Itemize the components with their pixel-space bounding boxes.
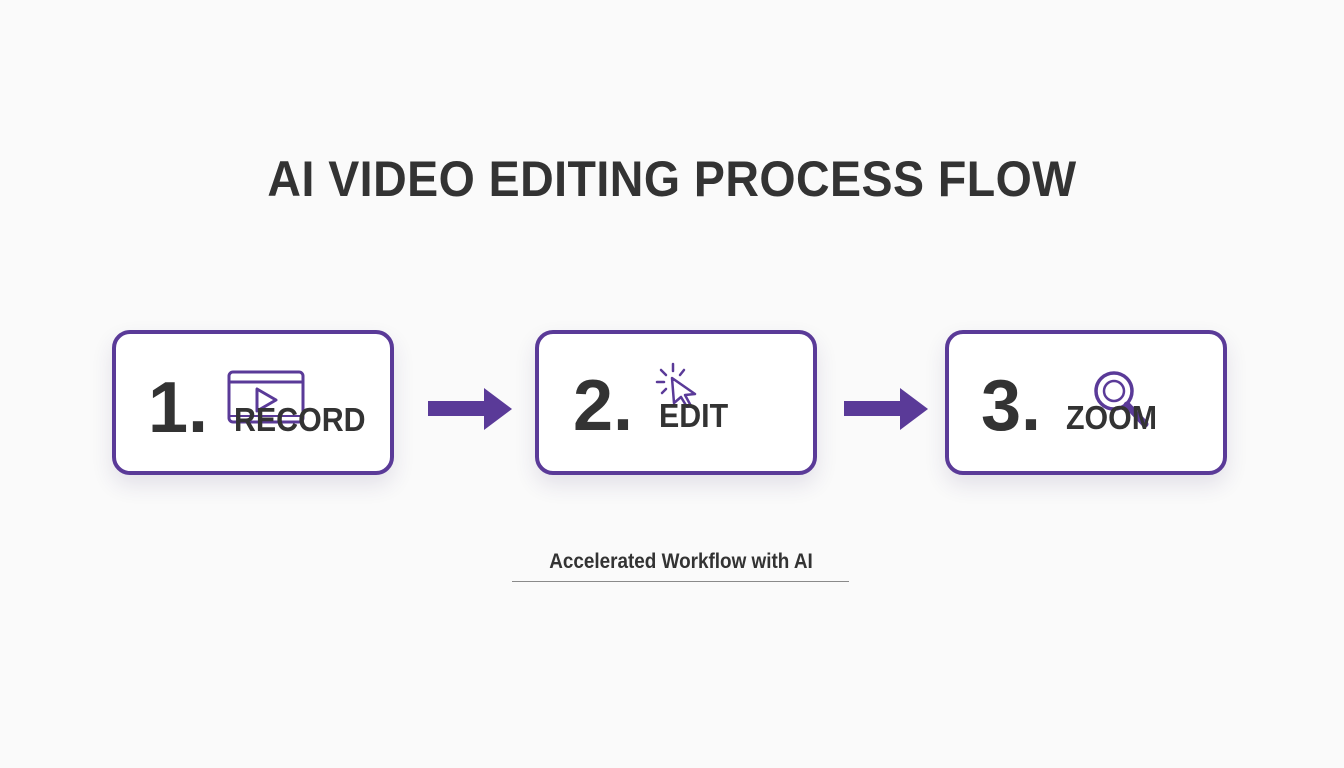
- step-number: 2.: [573, 366, 634, 446]
- step-label-edit: EDIT: [659, 397, 729, 434]
- magnifier-icon: [1094, 371, 1149, 428]
- step-card-zoom: 3. ZOOM: [945, 330, 1227, 475]
- video-player-icon: [227, 370, 305, 424]
- step-card-edit: 2. EDIT: [535, 330, 817, 475]
- step-label-record: RECORD: [234, 401, 366, 438]
- step-number: 1.: [148, 368, 209, 448]
- caption: Accelerated Workflow with AI: [549, 550, 813, 573]
- flow-arrow-icon: [428, 388, 512, 430]
- page-title: AI VIDEO EDITING PROCESS FLOW: [267, 151, 1077, 207]
- flow-arrow-icon: [844, 388, 928, 430]
- cursor-click-icon: [655, 362, 697, 408]
- caption-underline: [512, 581, 849, 582]
- step-label-zoom: ZOOM: [1066, 399, 1158, 436]
- step-number: 3.: [981, 366, 1042, 446]
- step-card-record: 1. RECORD: [112, 330, 394, 475]
